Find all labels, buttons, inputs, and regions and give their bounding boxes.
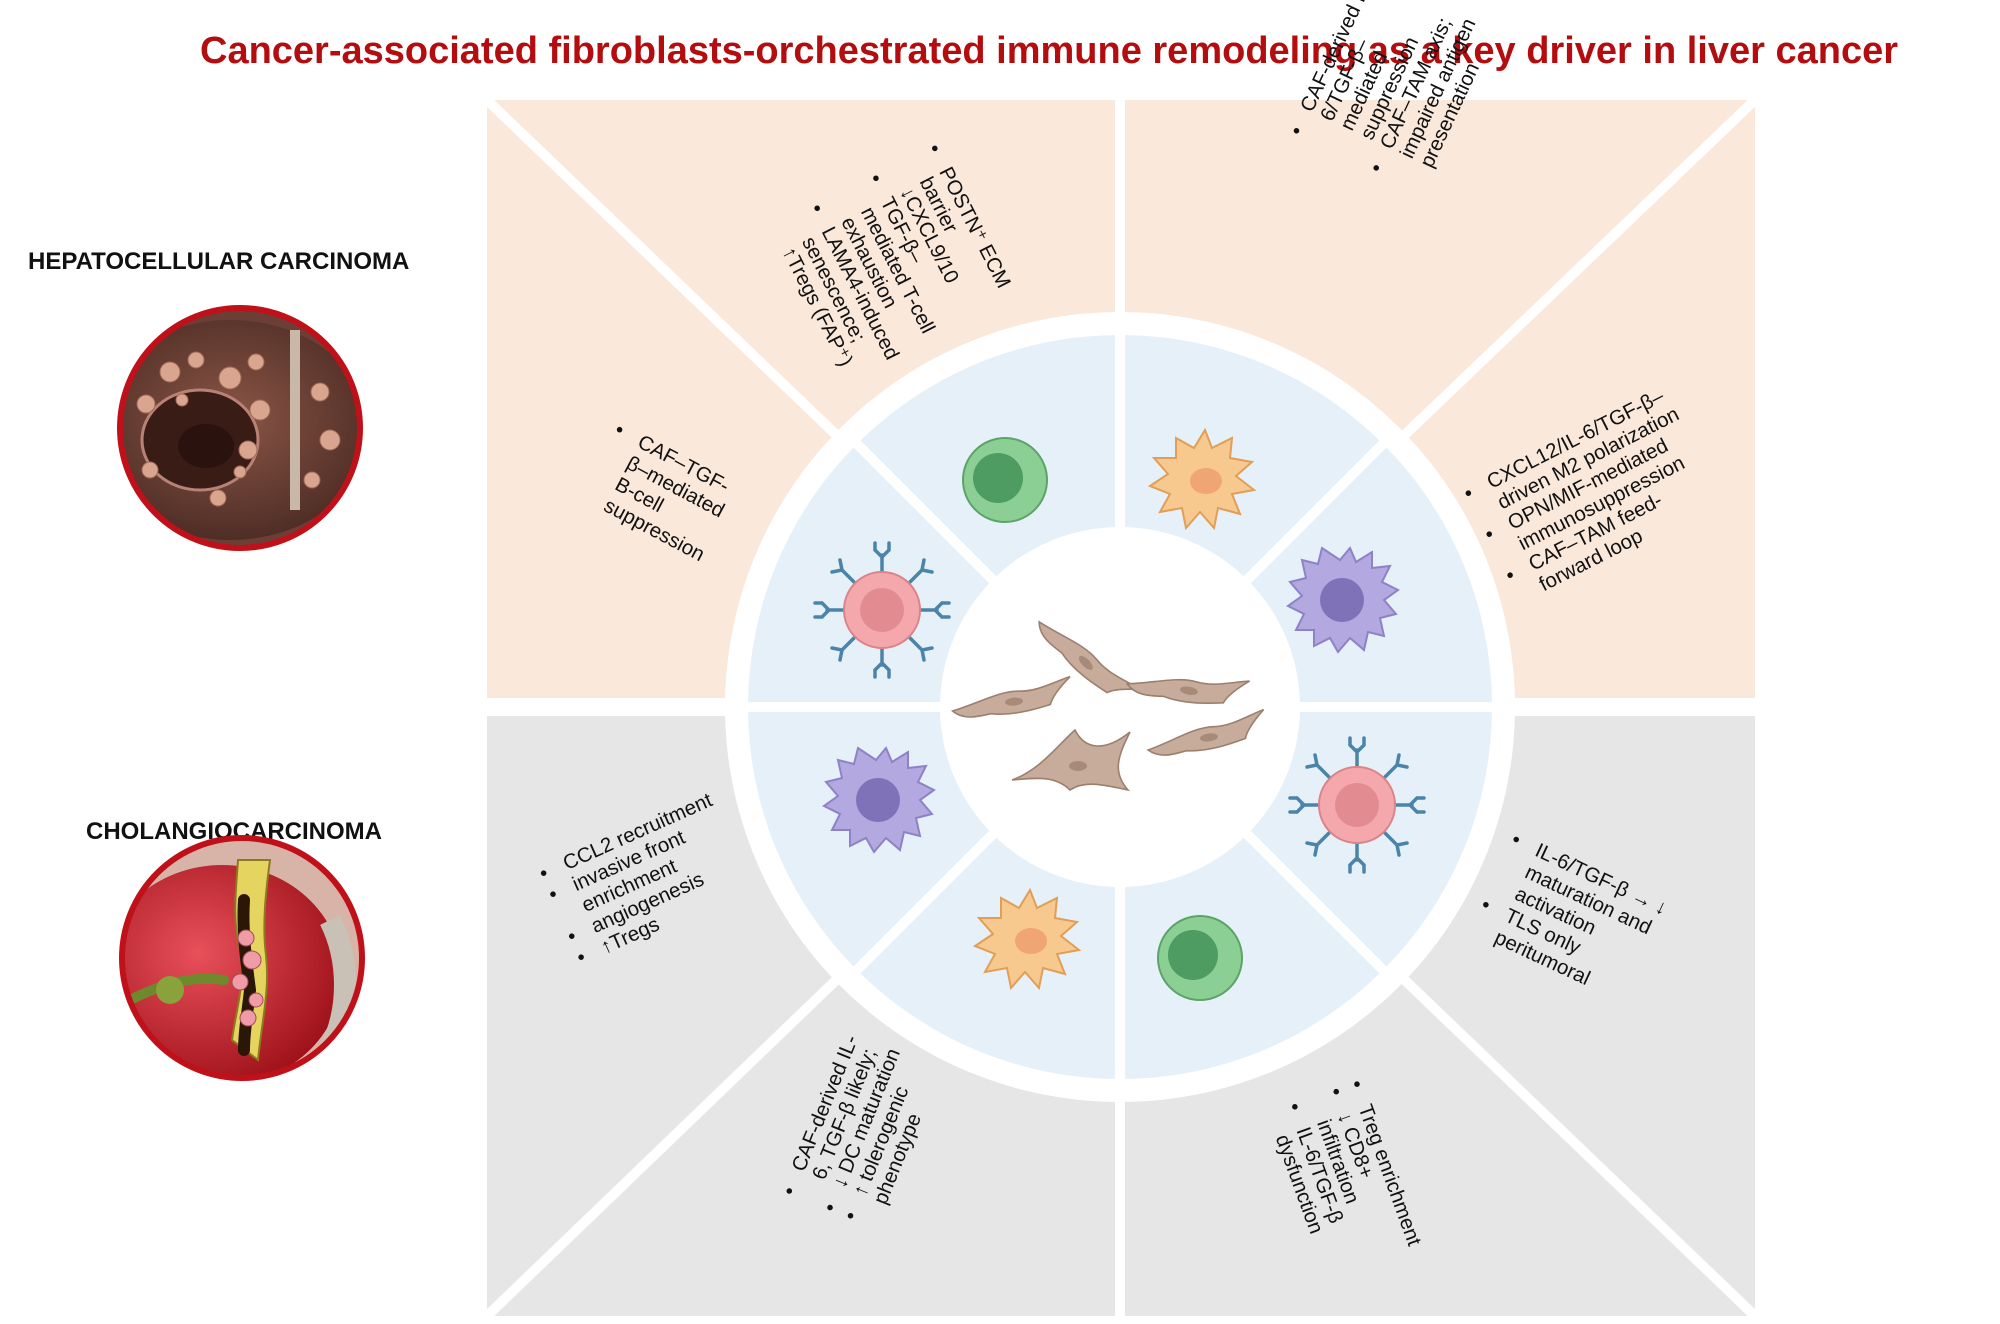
b-cell-icon — [813, 541, 951, 679]
t-cell-icon — [962, 437, 1048, 523]
figure-title: Cancer-associated fibroblasts-orchestrat… — [200, 30, 1898, 72]
cca-liver-icon — [119, 835, 365, 1081]
macrophage-icon — [822, 746, 936, 854]
hcc-liver-icon — [117, 305, 363, 551]
macrophage-icon — [1286, 546, 1400, 654]
b-cell-icon — [1288, 736, 1426, 874]
dendritic-cell-icon — [972, 887, 1082, 991]
hcc-tcell-panel-text: •POSTN⁺ ECMbarrier↓CXCL9/10•TGF-β–mediat… — [778, 140, 1016, 370]
fibroblast-core — [940, 527, 1300, 887]
fibroblast-icon — [949, 604, 1269, 792]
dendritic-cell-icon — [1147, 427, 1257, 531]
t-cell-icon — [1157, 915, 1243, 1001]
hcc-section-label: HEPATOCELLULAR CARCINOMA — [28, 248, 410, 275]
